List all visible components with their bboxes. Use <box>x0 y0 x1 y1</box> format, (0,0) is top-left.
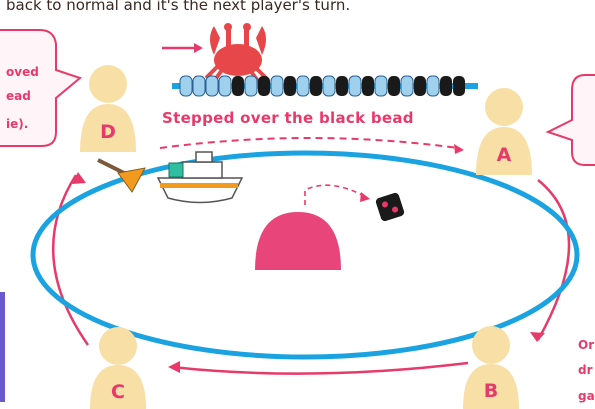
right-note-line-1: Or <box>578 338 594 352</box>
right-speech-bubble <box>548 75 595 165</box>
dome-icon <box>255 212 341 270</box>
player-d-label: D <box>100 121 116 143</box>
die-icon <box>375 192 405 222</box>
top-instruction-text: back to normal and it's the next player'… <box>6 0 350 14</box>
bead-rod-icon <box>172 76 478 96</box>
crab-icon <box>206 23 266 84</box>
right-note-line-2: dr <box>578 363 593 377</box>
stepped-over-caption: Stepped over the black bead <box>162 109 414 127</box>
player-b-label: B <box>484 380 498 402</box>
track-arrowhead-b-to-c <box>168 361 180 373</box>
player-d: D <box>80 65 136 152</box>
player-c-label: C <box>111 381 125 403</box>
track-arrowhead-a-to-b <box>530 332 545 342</box>
player-c: C <box>90 327 146 409</box>
player-a-label: A <box>497 144 512 166</box>
left-bubble-line-3: ie). <box>6 117 28 131</box>
left-speech-bubble: oved ead ie). <box>0 30 80 146</box>
boat-icon <box>158 152 242 203</box>
left-edge-bar <box>0 292 5 402</box>
right-note-line-3: ga <box>578 389 595 403</box>
left-bubble-line-2: ead <box>6 89 31 103</box>
left-bubble-line-1: oved <box>6 65 39 79</box>
player-a: A <box>476 88 532 175</box>
player-b: B <box>463 326 519 409</box>
die-throw-arrow <box>305 185 370 205</box>
incoming-arrow-icon <box>162 43 203 53</box>
